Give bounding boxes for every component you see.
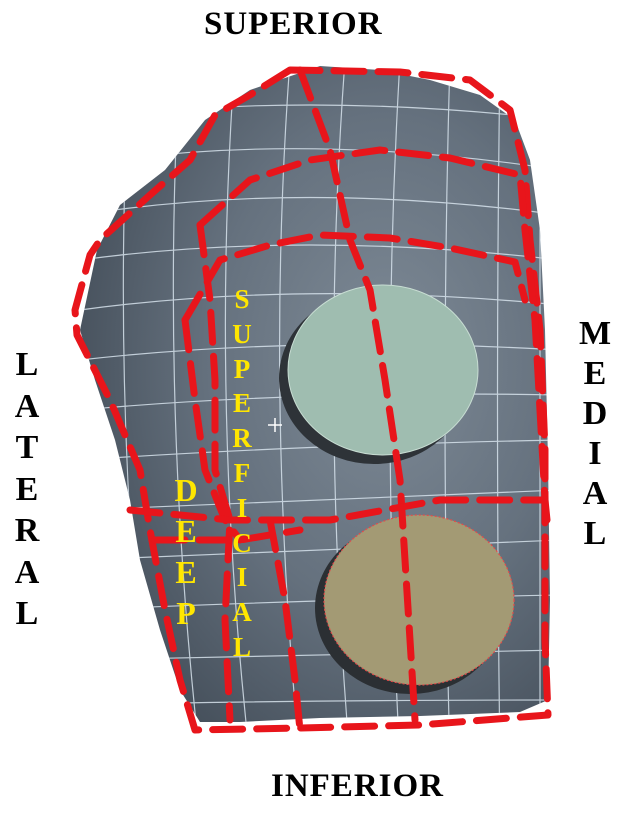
lateral-letter: A	[15, 552, 40, 594]
deep-letter: E	[175, 511, 196, 552]
lower-circle	[324, 515, 514, 685]
superficial-letter: E	[233, 386, 251, 421]
medial-letter: I	[588, 434, 601, 474]
superficial-letter: I	[237, 491, 248, 526]
inferior-label: INFERIOR	[271, 768, 444, 805]
superior-label: SUPERIOR	[204, 6, 383, 43]
superficial-letter: C	[232, 526, 252, 561]
superficial-letter: L	[233, 630, 251, 665]
superficial-letter: S	[234, 282, 249, 317]
deep-letter: P	[176, 593, 196, 634]
medial-letter: D	[583, 394, 608, 434]
medial-letter: M	[579, 314, 611, 354]
deep-letter: E	[175, 552, 196, 593]
superficial-letter: P	[234, 352, 251, 387]
lateral-letter: T	[16, 427, 39, 469]
lateral-letter: L	[16, 344, 39, 386]
medial-letter: L	[584, 514, 607, 554]
lateral-letter: A	[15, 386, 40, 428]
superficial-letter: R	[232, 421, 252, 456]
medial-letter: E	[584, 354, 607, 394]
superficial-letter: A	[232, 595, 252, 630]
deep-letter: D	[174, 470, 197, 511]
lateral-letter: R	[15, 510, 40, 552]
lateral-letter: L	[16, 593, 39, 635]
medial-letter: A	[583, 474, 608, 514]
superficial-letter: I	[237, 560, 248, 595]
lateral-letter: E	[16, 469, 39, 511]
superficial-letter: F	[234, 456, 251, 491]
superficial-letter: U	[232, 317, 252, 352]
